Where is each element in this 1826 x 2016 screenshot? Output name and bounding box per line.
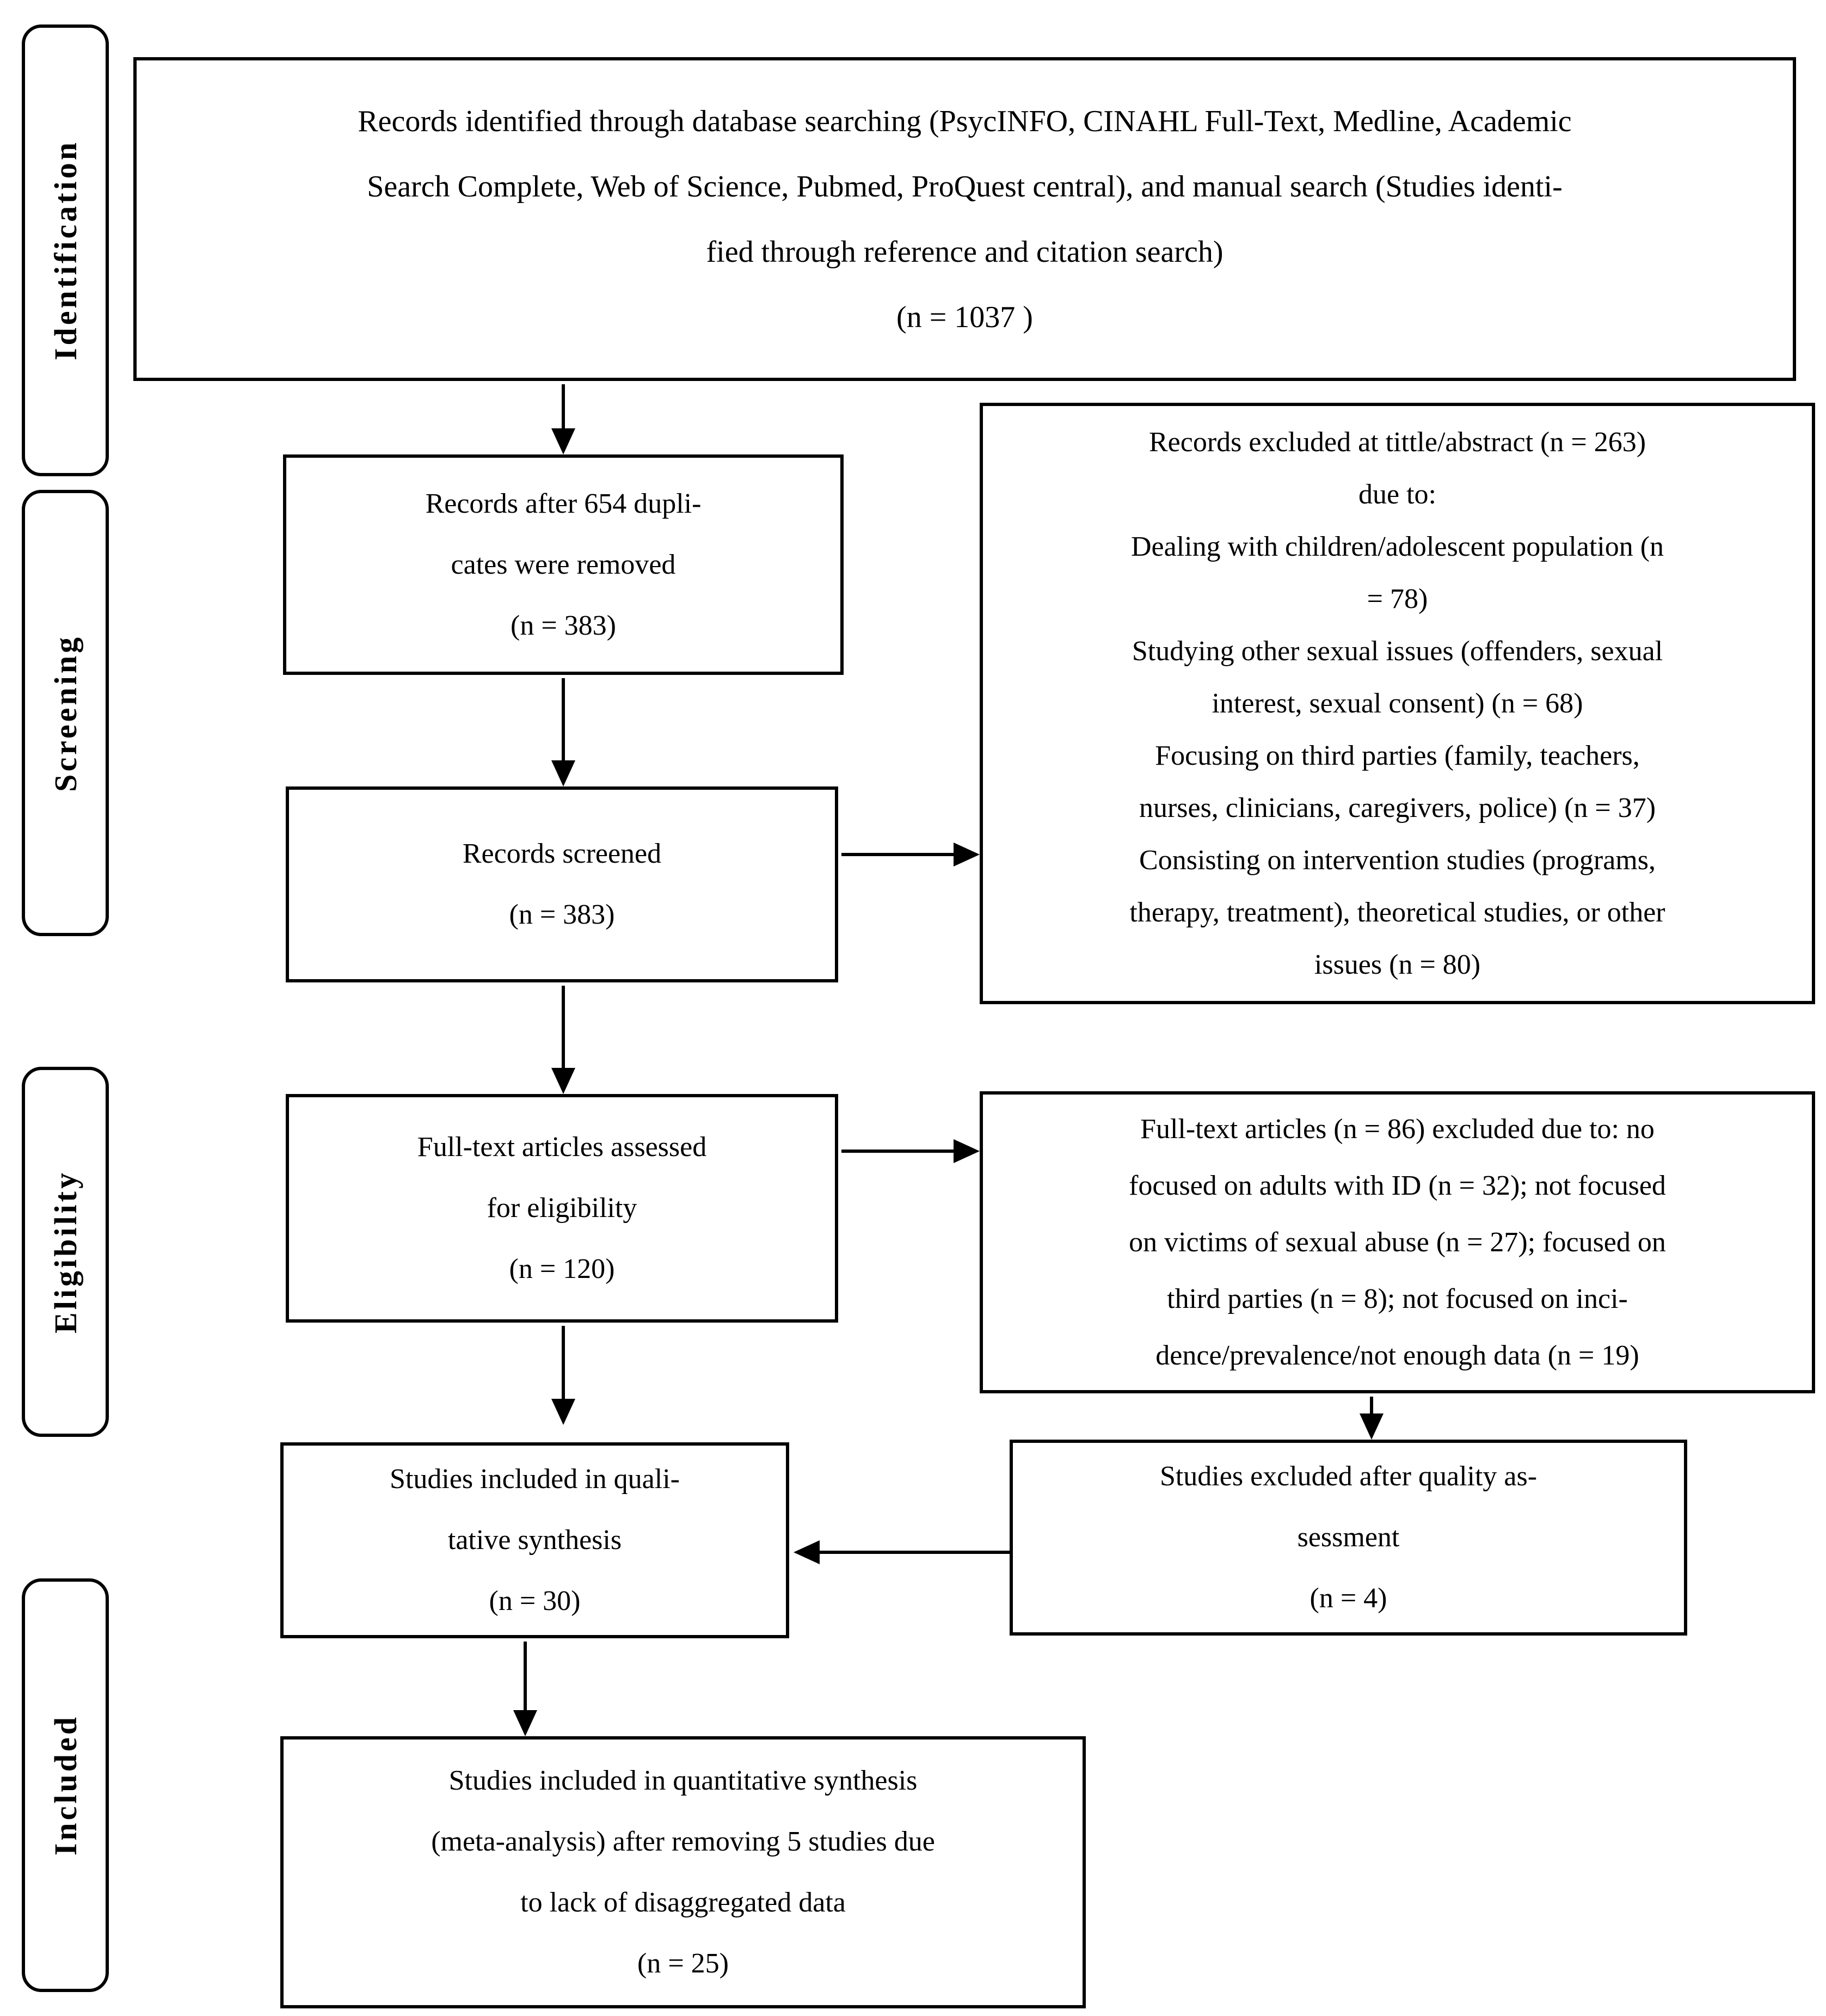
box-records-identified-text: Records identified through database sear…: [358, 104, 1572, 334]
box-excluded-quality-text: Studies excluded after quality as- sessm…: [1159, 1461, 1538, 1614]
stage-label-identification: Identification: [47, 140, 83, 361]
box-excluded-fulltext: Full-text articles (n = 86) excluded due…: [980, 1091, 1815, 1393]
box-duplicates-removed: Records after 654 dupli- cates were remo…: [283, 454, 844, 675]
stage-label-eligibility: Eligibility: [47, 1170, 83, 1333]
stage-label-included: Included: [47, 1714, 83, 1856]
box-records-screened: Records screened (n = 383): [286, 786, 838, 982]
stage-label-screening: Screening: [47, 634, 83, 792]
stage-included: Included: [22, 1578, 109, 1992]
box-excluded-title-abstract: Records excluded at tittle/abstract (n =…: [980, 403, 1815, 1004]
box-fulltext-assessed-text: Full-text articles assessed for eligibil…: [417, 1132, 707, 1284]
box-qualitative-synthesis: Studies included in quali- tative synthe…: [280, 1442, 789, 1638]
box-quantitative-synthesis: Studies included in quantitative synthes…: [280, 1736, 1086, 2008]
box-records-screened-text: Records screened (n = 383): [462, 838, 662, 930]
stage-identification: Identification: [22, 24, 109, 476]
box-records-identified: Records identified through database sear…: [133, 57, 1796, 381]
box-excluded-title-abstract-text: Records excluded at tittle/abstract (n =…: [1129, 426, 1665, 980]
box-qualitative-synthesis-text: Studies included in quali- tative synthe…: [390, 1464, 680, 1617]
box-quantitative-synthesis-text: Studies included in quantitative synthes…: [431, 1765, 935, 1979]
stage-screening: Screening: [22, 490, 109, 936]
box-excluded-quality: Studies excluded after quality as- sessm…: [1010, 1440, 1687, 1636]
box-fulltext-assessed: Full-text articles assessed for eligibil…: [286, 1094, 838, 1323]
box-excluded-fulltext-text: Full-text articles (n = 86) excluded due…: [1129, 1113, 1666, 1371]
stage-eligibility: Eligibility: [22, 1067, 109, 1437]
box-duplicates-removed-text: Records after 654 dupli- cates were remo…: [425, 488, 702, 641]
